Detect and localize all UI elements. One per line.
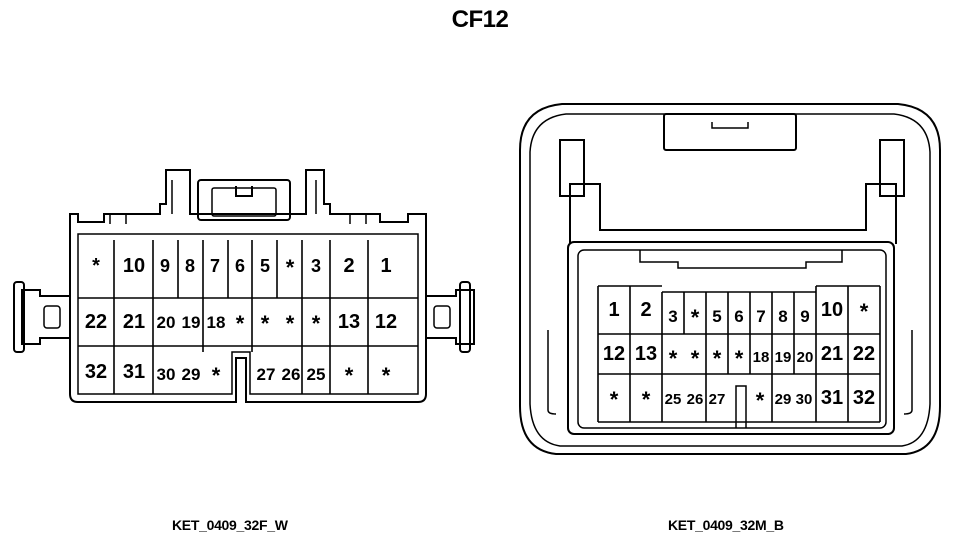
female-pin-label: 26 [282, 365, 301, 384]
male-pin-label: * [756, 388, 765, 413]
male-pin-label: 25 [665, 391, 682, 408]
female-pin-label: * [312, 311, 321, 336]
female-connector-body [13, 169, 475, 403]
male-pins: 1 2 3 * 5 6 7 8 9 10 * 12 13 * * * * 18 … [603, 299, 875, 413]
female-pin-label: 10 [123, 255, 145, 277]
female-pin-label: * [345, 363, 354, 388]
female-pin-label: * [286, 311, 295, 336]
male-pin-label: 2 [640, 299, 651, 321]
female-pin-label: 12 [375, 311, 397, 333]
female-pin-label: 18 [207, 313, 226, 332]
female-pin-label: 25 [307, 365, 326, 384]
male-pin-label: 26 [687, 391, 704, 408]
male-pin-label: * [860, 299, 869, 324]
female-pin-label: 32 [85, 361, 107, 383]
female-pins: * 10 9 8 7 6 5 * 3 2 1 22 21 20 19 18 * … [85, 255, 397, 388]
male-pin-label: 10 [821, 299, 843, 321]
male-pin-label: 8 [778, 307, 787, 326]
male-pin-label: 18 [753, 349, 770, 366]
female-pin-label: * [92, 255, 100, 277]
male-connector-body [519, 103, 941, 455]
male-pin-label: 12 [603, 343, 625, 365]
diagram-title: CF12 [451, 6, 509, 33]
female-pin-label: 3 [311, 256, 321, 276]
male-pin-label: 22 [853, 343, 875, 365]
female-pin-label: 1 [380, 255, 391, 277]
female-pin-label: 7 [210, 256, 220, 276]
female-pin-label: 22 [85, 311, 107, 333]
male-pin-label: 21 [821, 343, 843, 365]
male-pin-label: 29 [775, 391, 792, 408]
male-pin-label: * [610, 387, 619, 412]
male-pin-label: 19 [775, 349, 792, 366]
male-pin-label: 7 [756, 307, 765, 326]
female-pin-label: 31 [123, 361, 145, 383]
male-pin-label: * [735, 346, 744, 371]
female-connector-caption: KET_0409_32F_W [172, 517, 288, 533]
female-pin-label: 8 [185, 256, 195, 276]
female-pin-label: 27 [257, 365, 276, 384]
female-pin-label: 6 [235, 256, 245, 276]
female-pin-label: * [261, 311, 270, 336]
female-pin-label: 21 [123, 311, 145, 333]
female-pin-label: * [286, 255, 295, 280]
female-pin-label: 19 [182, 313, 201, 332]
male-pin-label: 13 [635, 343, 657, 365]
male-pin-label: * [713, 346, 722, 371]
male-pin-label: 32 [853, 387, 875, 409]
male-pin-label: 27 [709, 391, 726, 408]
female-pin-label: 13 [338, 311, 360, 333]
female-pin-label: 5 [260, 256, 270, 276]
male-pin-label: 9 [800, 307, 809, 326]
female-pin-label: 30 [157, 365, 176, 384]
male-pin-label: 6 [734, 307, 743, 326]
female-pin-label: * [382, 363, 391, 388]
male-pin-label: 1 [608, 299, 619, 321]
female-pin-label: 9 [160, 256, 170, 276]
male-pin-label: * [642, 387, 651, 412]
female-pin-label: 2 [343, 255, 354, 277]
male-pin-label: * [669, 346, 678, 371]
female-pin-label: 29 [182, 365, 201, 384]
male-pin-label: 20 [797, 349, 814, 366]
male-pin-label: 30 [796, 391, 813, 408]
male-pin-label: 5 [712, 307, 721, 326]
male-pin-label: * [691, 346, 700, 371]
male-connector-caption: KET_0409_32M_B [668, 517, 784, 533]
female-pin-label: 20 [157, 313, 176, 332]
female-pin-label: * [236, 311, 245, 336]
male-pin-label: 31 [821, 387, 843, 409]
female-pin-label: * [212, 363, 221, 388]
male-pin-label: 3 [668, 307, 677, 326]
male-pin-label: * [691, 305, 700, 330]
